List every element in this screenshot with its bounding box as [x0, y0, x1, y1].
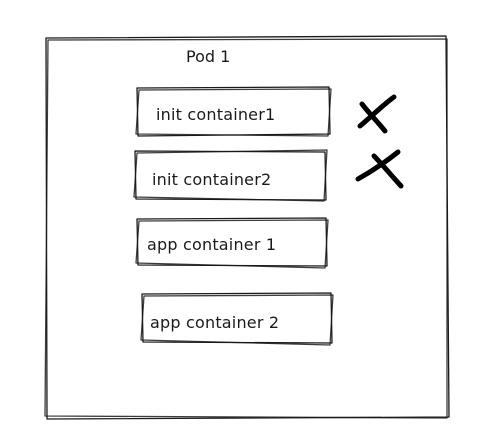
container-label-app-2: app container 2: [150, 313, 279, 332]
container-box-init-2: [133, 149, 328, 202]
x-mark-icon: [355, 149, 404, 189]
container-label-app-1: app container 1: [147, 235, 276, 254]
pod-box: [44, 35, 450, 420]
container-box-app-2: [140, 292, 334, 346]
container-label-init-2: init container2: [152, 170, 271, 189]
x-mark-icon: [357, 94, 397, 134]
container-label-init-1: init container1: [156, 105, 275, 124]
container-box-init-1: [135, 86, 332, 137]
pod-title: Pod 1: [186, 47, 230, 66]
container-box-app-1: [135, 217, 329, 269]
